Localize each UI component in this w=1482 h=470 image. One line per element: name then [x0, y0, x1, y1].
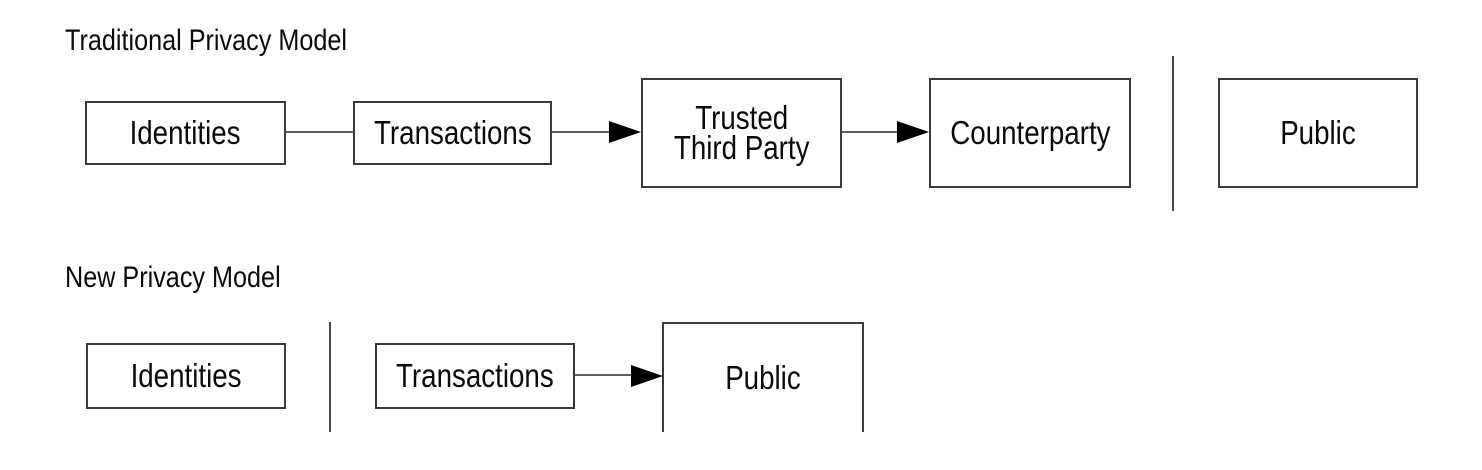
connector-transactions-public: [575, 374, 633, 376]
traditional-divider-line: [1172, 56, 1174, 211]
new-transactions-label: Transactions: [396, 357, 554, 394]
traditional-transactions-label: Transactions: [373, 114, 532, 151]
traditional-transactions-box: Transactions: [353, 101, 552, 165]
traditional-model-title: Traditional Privacy Model: [65, 24, 347, 57]
arrowhead-icon: [897, 121, 929, 143]
new-public-box: Public: [662, 322, 864, 432]
new-model-title: New Privacy Model: [65, 261, 281, 294]
trusted-third-party-box: Trusted Third Party: [641, 78, 842, 188]
trusted-third-party-label: Trusted Third Party: [673, 99, 810, 166]
traditional-public-box: Public: [1218, 78, 1418, 188]
traditional-public-label: Public: [1280, 114, 1356, 151]
connector-identities-transactions: [286, 131, 353, 133]
new-identities-box: Identities: [86, 343, 286, 409]
new-transactions-box: Transactions: [375, 343, 575, 409]
counterparty-box: Counterparty: [929, 78, 1131, 188]
new-public-label: Public: [725, 359, 801, 396]
arrowhead-icon: [609, 121, 641, 143]
new-divider-line: [329, 322, 331, 432]
arrowhead-icon: [631, 365, 663, 387]
connector-ttp-counterparty: [842, 131, 899, 133]
traditional-identities-box: Identities: [85, 101, 286, 165]
traditional-identities-label: Identities: [130, 114, 241, 151]
counterparty-label: Counterparty: [949, 114, 1111, 151]
new-identities-label: Identities: [130, 357, 242, 394]
connector-transactions-ttp: [552, 131, 611, 133]
